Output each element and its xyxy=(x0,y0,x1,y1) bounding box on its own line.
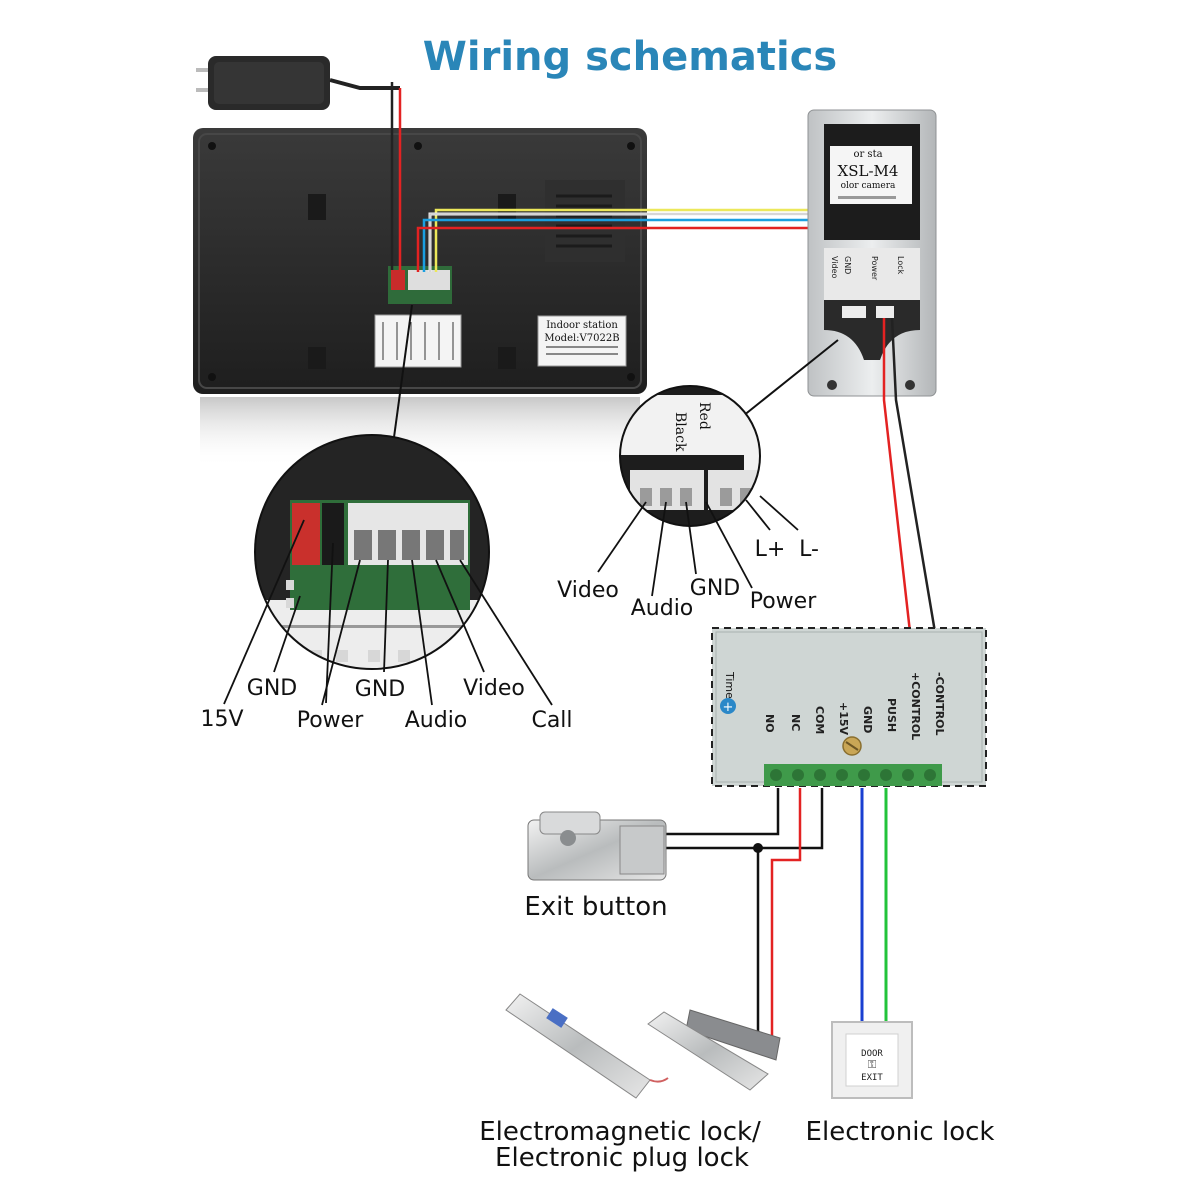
callout-a-power: Power xyxy=(297,708,364,733)
lock-wiring xyxy=(664,788,888,1040)
power-adapter xyxy=(196,56,400,110)
callout-a-video: Video xyxy=(463,676,525,701)
exit-button-device xyxy=(527,811,667,881)
svg-text:Lock: Lock xyxy=(896,256,905,275)
svg-text:+15V: +15V xyxy=(837,702,850,736)
lock-label-line1: Electromagnetic lock/ xyxy=(479,1117,761,1147)
svg-text:-CONTROL: -CONTROL xyxy=(933,672,946,736)
indoor-monitor: Indoor station Model:V7022B xyxy=(193,128,647,467)
callout-a-audio: Audio xyxy=(405,708,468,733)
wire-junction-dot xyxy=(753,843,763,853)
indoor-terminal-callout: GND 15V GND Power Audio Video Call xyxy=(200,304,573,733)
exit-button-label: Exit button xyxy=(524,892,667,922)
callout-b-gnd: GND xyxy=(690,576,740,601)
outdoor-camera: or sta XSL-M4 olor camera Video GND Powe… xyxy=(807,109,937,397)
svg-text:GND: GND xyxy=(861,706,874,733)
door-exit-text-1: DOOR xyxy=(861,1049,883,1059)
door-exit-switch: DOOR ⚿ EXIT xyxy=(831,1021,913,1099)
svg-text:PUSH: PUSH xyxy=(885,698,898,732)
svg-text:GND: GND xyxy=(843,256,852,274)
callout-b-audio: Audio xyxy=(631,596,694,621)
indoor-label-title: Indoor station xyxy=(546,320,618,331)
callout-a-call: Call xyxy=(531,708,572,733)
camera-terminal-marks: Video GND Power Lock xyxy=(830,256,905,281)
svg-text:Power: Power xyxy=(870,256,879,281)
lock-label-line2: Electronic plug lock xyxy=(495,1143,749,1173)
camera-label-sub: olor camera xyxy=(841,181,896,191)
svg-text:NC: NC xyxy=(789,714,802,731)
key-icon: ⚿ xyxy=(868,1058,876,1071)
svg-text:NO: NO xyxy=(763,714,776,733)
callout-b-lplus: L+ xyxy=(755,537,786,562)
controller-time-label: Time xyxy=(723,671,736,699)
callout-b-power: Power xyxy=(750,589,817,614)
callout-a-15v: 15V xyxy=(200,707,243,732)
svg-text:+CONTROL: +CONTROL xyxy=(909,672,922,740)
access-controller: Time + NO NC COM +15V GND PUSH +CONTROL … xyxy=(711,627,987,787)
callout-b-video: Video xyxy=(557,578,619,603)
camera-label-top: or sta xyxy=(853,149,882,160)
page-title: Wiring schematics xyxy=(423,34,837,80)
indoor-label-model: Model:V7022B xyxy=(544,333,619,344)
camera-lock-wires xyxy=(882,317,940,651)
controller-terminal-labels: NO NC COM +15V GND PUSH +CONTROL -CONTRO… xyxy=(763,672,946,740)
door-exit-text-2: EXIT xyxy=(861,1073,883,1083)
callout-a-gnd-2: GND xyxy=(355,677,405,702)
callout-b-red: Red xyxy=(696,402,712,430)
electronic-lock-label: Electronic lock xyxy=(806,1117,995,1147)
svg-text:Video: Video xyxy=(830,256,839,279)
callout-b-black: Black xyxy=(672,412,688,452)
controller-time-plus-icon[interactable] xyxy=(720,698,736,714)
svg-text:+: + xyxy=(723,700,734,715)
callout-a-gnd-1: GND xyxy=(247,676,297,701)
callout-b-lminus: L- xyxy=(799,537,819,562)
camera-label-model: XSL-M4 xyxy=(838,162,899,180)
svg-text:COM: COM xyxy=(813,706,826,734)
electromagnetic-lock-devices xyxy=(505,993,781,1099)
